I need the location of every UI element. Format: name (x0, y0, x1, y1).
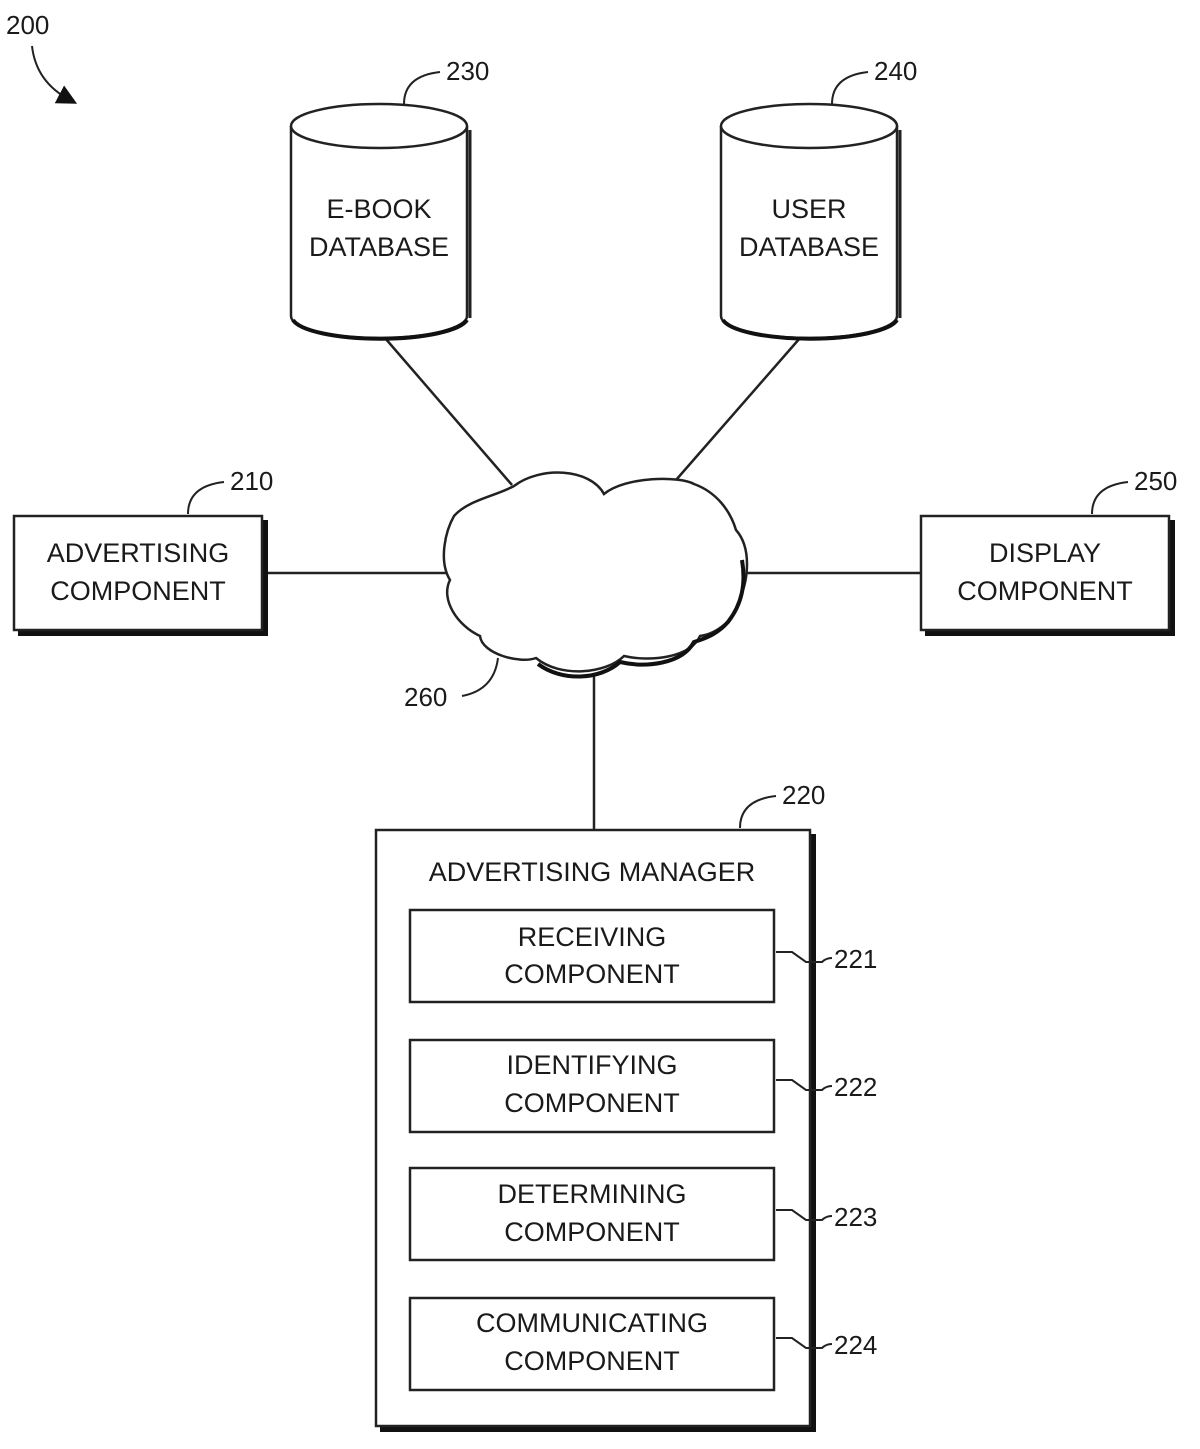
identifying-component-ref: 222 (834, 1072, 877, 1102)
determining-component: DETERMINING COMPONENT 223 (408, 1166, 877, 1262)
identifying-component-label-line1: IDENTIFYING (506, 1050, 677, 1080)
advertising-manager: ADVERTISING MANAGER 220 RECEIVING COMPON… (374, 780, 877, 1432)
receiving-component: RECEIVING COMPONENT 221 (408, 908, 877, 1004)
advertising-component-ref: 210 (230, 466, 273, 496)
display-component-label-line1: DISPLAY (989, 538, 1101, 568)
connector-ebook-network (384, 337, 513, 486)
advertising-component-label-line2: COMPONENT (50, 576, 226, 606)
user-database-label-line1: USER (771, 194, 846, 224)
network-leader (461, 657, 499, 697)
determining-component-leader (776, 1209, 833, 1221)
determining-component-label-line1: DETERMINING (498, 1179, 687, 1209)
advertising-manager-ref: 220 (782, 780, 825, 810)
user-database-ref: 240 (874, 56, 917, 86)
advertising-component-leader (187, 481, 225, 515)
advertising-component: ADVERTISING COMPONENT 210 (12, 466, 273, 636)
figure-arrow-icon (31, 45, 78, 104)
advertising-manager-title: ADVERTISING MANAGER (429, 857, 756, 887)
communicating-component: COMMUNICATING COMPONENT 224 (408, 1296, 877, 1392)
display-component: DISPLAY COMPONENT 250 (919, 466, 1177, 636)
receiving-component-label-line1: RECEIVING (518, 922, 667, 952)
identifying-component: IDENTIFYING COMPONENT 222 (408, 1038, 877, 1134)
advertising-component-label-line1: ADVERTISING (47, 538, 230, 568)
connector-user-network (675, 337, 801, 481)
display-component-leader (1091, 481, 1129, 515)
communicating-component-leader (776, 1337, 833, 1349)
receiving-component-label-line2: COMPONENT (504, 959, 680, 989)
ebook-database-leader (403, 71, 441, 105)
figure-reference: 200 (6, 10, 78, 104)
receiving-component-leader (776, 951, 833, 963)
network-cloud: 260 (404, 471, 749, 712)
identifying-component-label-line2: COMPONENT (504, 1088, 680, 1118)
identifying-component-leader (776, 1079, 833, 1091)
display-component-label-line2: COMPONENT (957, 576, 1133, 606)
advertising-manager-leader (739, 795, 777, 829)
ebook-database-label-line1: E-BOOK (326, 194, 431, 224)
figure-ref-label: 200 (6, 10, 49, 40)
communicating-component-label-line2: COMPONENT (504, 1346, 680, 1376)
display-component-ref: 250 (1134, 466, 1177, 496)
determining-component-label-line2: COMPONENT (504, 1217, 680, 1247)
determining-component-ref: 223 (834, 1202, 877, 1232)
connections (264, 337, 921, 830)
user-database: USER DATABASE 240 (719, 56, 917, 341)
ebook-database-ref: 230 (446, 56, 489, 86)
user-database-label-line2: DATABASE (739, 232, 879, 262)
ebook-database-label-line2: DATABASE (309, 232, 449, 262)
user-database-leader (831, 71, 869, 105)
ebook-database: E-BOOK DATABASE 230 (289, 56, 489, 341)
network-ref: 260 (404, 682, 447, 712)
communicating-component-ref: 224 (834, 1330, 877, 1360)
receiving-component-ref: 221 (834, 944, 877, 974)
communicating-component-label-line1: COMMUNICATING (476, 1308, 708, 1338)
